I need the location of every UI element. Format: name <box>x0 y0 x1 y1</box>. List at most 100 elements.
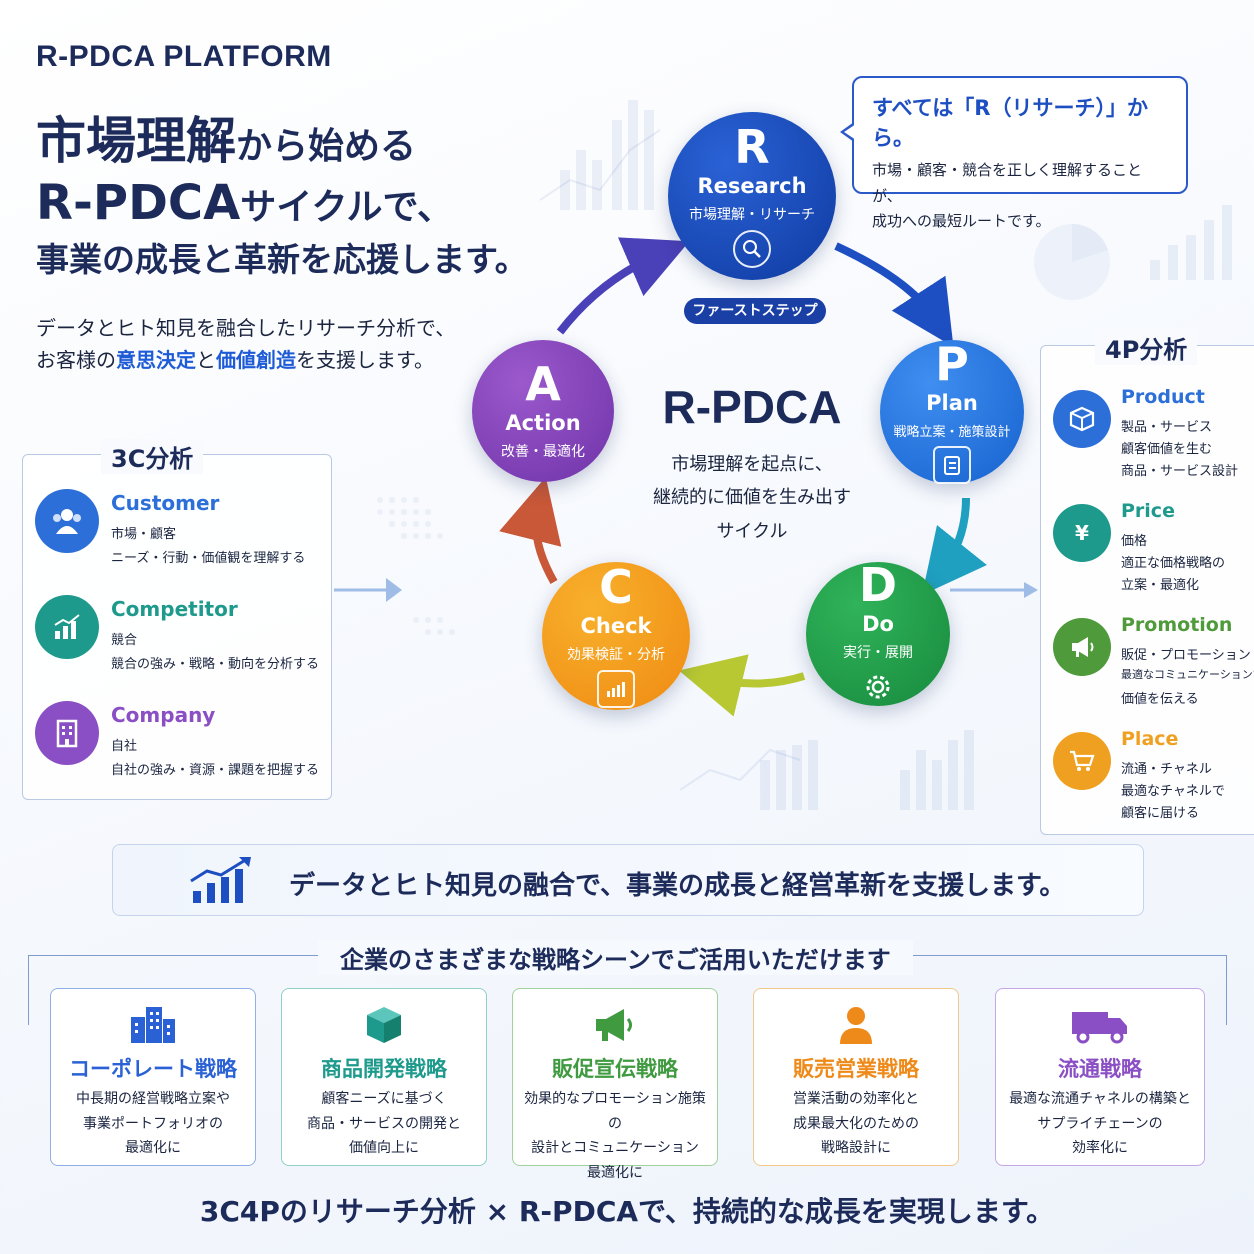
panel-3c-title: 3C分析 <box>101 439 204 474</box>
item-desc: 価値を伝える <box>1121 692 1199 707</box>
item-desc: 価格 <box>1121 534 1148 549</box>
scene-card-distribution: 流通戦略 最適な流通チャネルの構築とサプライチェーンの効率化に <box>995 988 1205 1166</box>
arrow-a-to-r <box>556 237 690 335</box>
node-name: Action <box>505 411 581 435</box>
cycle-node-do: D Do 実行・展開 <box>806 562 950 706</box>
scene-card-promotion: 販促宣伝戦略 効果的なプロモーション施策の設計とコミュニケーション最適化に <box>512 988 718 1181</box>
item-desc: 自社 <box>111 739 138 754</box>
truck-icon <box>996 1003 1204 1047</box>
scene-card-corporate: コーポレート戦略 中長期の経営戦略立案や事業ポートフォリオの最適化に <box>50 988 256 1166</box>
arrow-r-to-p <box>834 242 954 347</box>
banner-text: データとヒト知見の融合で、事業の成長と経営革新を支援します。 <box>289 871 1066 901</box>
headline-line2-rest: サイクルで、 <box>240 186 454 228</box>
node-name: Check <box>580 614 652 638</box>
card-desc: 価値向上に <box>349 1140 419 1156</box>
card-desc: サプライチェーンの <box>1037 1115 1163 1132</box>
item-desc: 競合の強み・戦略・動向を分析する <box>111 657 320 672</box>
node-desc: 市場理解・リサーチ <box>689 207 815 223</box>
subcopy-text: お客様の <box>36 348 116 372</box>
card-title: 販売営業戦略 <box>793 1057 919 1081</box>
arrow-c-to-a <box>499 476 562 584</box>
card-title: 販促宣伝戦略 <box>552 1057 678 1081</box>
4p-item-place: Place 流通・チャネル 最適なチャネルで 顧客に届ける <box>1041 728 1251 824</box>
item-name: Promotion <box>1121 614 1233 636</box>
scenes-title: 企業のさまざまな戦略シーンでご活用いただけます <box>318 940 913 975</box>
gear-icon <box>859 668 897 706</box>
item-desc: 流通・チャネル <box>1121 762 1212 777</box>
item-desc: 市場・顧客 <box>111 527 177 542</box>
first-step-badge: ファーストステップ <box>684 298 826 324</box>
building-icon <box>35 701 99 765</box>
card-desc: 最適な流通チャネルの構築と <box>1009 1091 1191 1107</box>
4p-item-product: Product 製品・サービス 顧客価値を生む 商品・サービス設計 <box>1041 386 1251 482</box>
cycle-node-action: A Action 改善・最適化 <box>472 340 614 482</box>
item-desc: 自社の強み・資源・課題を把握する <box>111 763 320 778</box>
node-desc: 効果検証・分析 <box>567 647 665 663</box>
center-line1: 市場理解を起点に、 <box>671 454 833 475</box>
subcopy-line2: お客様の意思決定と価値創造を支援します。 <box>36 344 455 376</box>
subcopy-text: と <box>196 348 216 372</box>
card-desc: 事業ポートフォリオの <box>83 1115 223 1132</box>
price-tag-icon: ¥ <box>1053 504 1111 562</box>
growth-chart-icon <box>35 595 99 659</box>
people-icon <box>35 489 99 553</box>
item-name: Place <box>1121 728 1179 750</box>
card-desc: 最適化に <box>125 1140 181 1156</box>
item-name: Price <box>1121 500 1175 522</box>
node-letter: D <box>858 558 898 612</box>
footer-message: 3C4Pのリサーチ分析 × R-PDCAで、持続的な成長を実現します。 <box>199 1195 1055 1228</box>
item-name: Product <box>1121 386 1205 408</box>
item-desc: 立案・最適化 <box>1121 578 1200 593</box>
bar-chart-up-icon <box>190 857 251 903</box>
card-title: 商品開発戦略 <box>321 1057 447 1081</box>
card-title: コーポレート戦略 <box>69 1057 237 1081</box>
item-name: Customer <box>111 491 220 515</box>
headline-line2-main: R-PDCA <box>36 174 241 231</box>
card-desc: 営業活動の効率化と <box>793 1091 919 1107</box>
buildings-icon <box>51 1003 255 1047</box>
callout-line1: 市場・顧客・競合を正しく理解することが、 <box>872 161 1143 205</box>
card-desc: 最適化に <box>587 1164 643 1181</box>
card-desc: 成果最大化のための <box>793 1115 919 1132</box>
3c-item-competitor: Competitor 競合 競合の強み・戦略・動向を分析する <box>23 595 323 675</box>
box-icon <box>1053 390 1111 448</box>
item-desc: 販促・プロモーション <box>1121 648 1251 663</box>
node-name: Research <box>697 174 807 198</box>
card-title: 流通戦略 <box>1058 1057 1142 1081</box>
card-desc: 中長期の経営戦略立案や <box>76 1091 230 1107</box>
arrow-d-to-c <box>678 654 806 717</box>
card-desc: 効率化に <box>1072 1140 1128 1156</box>
search-icon <box>733 230 771 268</box>
item-desc: 競合 <box>111 633 138 648</box>
card-desc: 効果的なプロモーション施策の <box>524 1091 706 1132</box>
center-line2: 継続的に価値を生み出す <box>653 487 851 509</box>
item-desc: 顧客価値を生む <box>1121 442 1213 457</box>
scene-card-sales: 販売営業戦略 営業活動の効率化と成果最大化のための戦略設計に <box>753 988 959 1166</box>
headline-line3: 事業の成長と革新を応援します。 <box>36 239 528 279</box>
item-desc: 適正な価格戦略の <box>1121 556 1226 571</box>
item-desc: 製品・サービス <box>1121 420 1213 435</box>
callout-box: すべては「R（リサーチ）」から。 市場・顧客・競合を正しく理解することが、 成功… <box>840 76 1188 230</box>
panel-4p-title: 4P分析 <box>1095 330 1198 365</box>
subcopy: データとヒト知見を融合したリサーチ分析で、 お客様の意思決定と価値創造を支援しま… <box>36 312 455 376</box>
chart-icon <box>597 670 635 708</box>
scene-card-product-dev: 商品開発戦略 顧客ニーズに基づく商品・サービスの開発と価値向上に <box>281 988 487 1166</box>
arrow-p-to-d <box>922 497 987 595</box>
node-desc: 改善・最適化 <box>501 444 585 460</box>
item-name: Company <box>111 703 216 727</box>
panel-4p: 4P分析 Product 製品・サービス 顧客価値を生む 商品・サービス設計 ¥… <box>1040 330 1254 835</box>
message-banner: データとヒト知見の融合で、事業の成長と経営革新を支援します。 <box>112 844 1144 916</box>
item-desc: 顧客に届ける <box>1121 806 1200 821</box>
person-icon <box>754 1003 958 1047</box>
item-desc: 最適なチャネルで <box>1121 784 1225 799</box>
headline-line1-main: 市場理解 <box>36 112 236 170</box>
cube-icon <box>282 1003 486 1047</box>
item-desc: 最適なコミュニケーションで <box>1121 668 1254 681</box>
brand-title: R-PDCA PLATFORM <box>36 40 332 73</box>
center-line3: サイクル <box>716 520 788 542</box>
cart-icon <box>1053 732 1111 790</box>
node-letter: P <box>935 336 969 391</box>
item-desc: 商品・サービス設計 <box>1121 464 1239 479</box>
scenes-frame-right <box>1226 955 1227 1025</box>
